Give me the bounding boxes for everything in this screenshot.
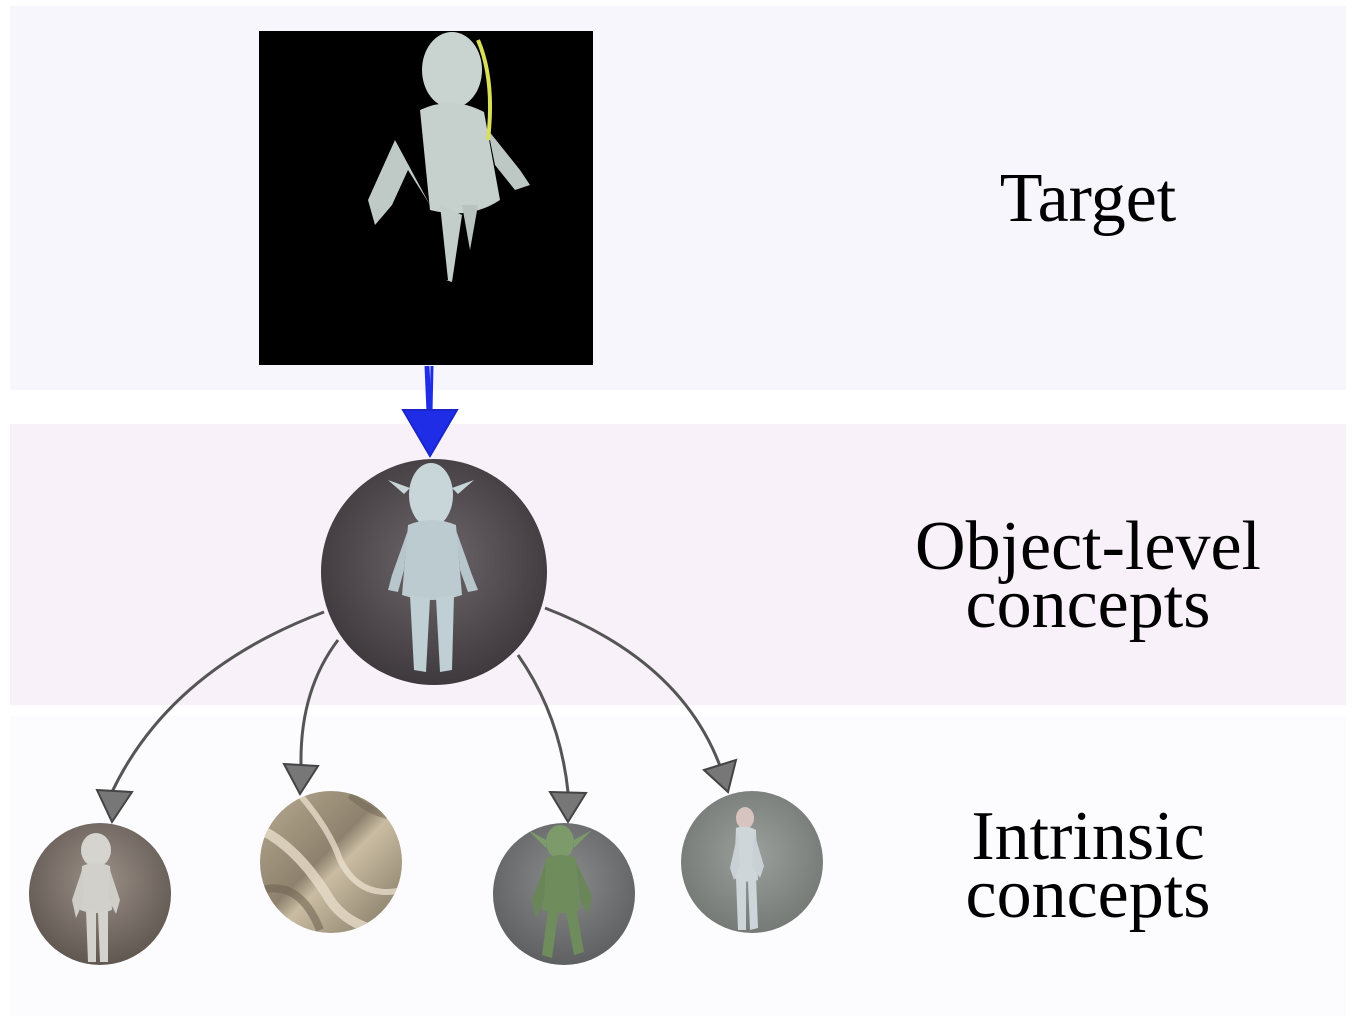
green-goblin-figure-icon (528, 825, 592, 958)
target-row-band (10, 6, 1346, 390)
porcelain-child-figurine-icon (72, 833, 120, 962)
intrinsic-concept-circle-2 (260, 791, 402, 933)
target-row-label: Target (999, 160, 1177, 237)
white-goblin-figurine-icon (388, 463, 478, 672)
object-level-row-label: Object-level concepts (915, 508, 1261, 643)
intrinsic-concept-circle-1 (29, 823, 171, 965)
intrinsic-row-band (10, 716, 1346, 1016)
intrinsic-concept-circle-3 (493, 823, 635, 965)
intrinsic-row-label: Intrinsic concepts (965, 798, 1211, 933)
target-to-object-arrow (401, 365, 459, 458)
object-to-intrinsic-arrow-1 (95, 610, 325, 825)
object-to-intrinsic-arrow-2 (282, 639, 340, 796)
target-figurine-icon (368, 32, 530, 282)
object-level-concept-circle (321, 459, 547, 685)
pale-female-figure-icon (730, 807, 764, 930)
object-to-intrinsic-arrow-3 (516, 654, 588, 824)
object-to-intrinsic-arrow-4 (544, 606, 738, 794)
intrinsic-concept-circle-4 (681, 791, 823, 933)
